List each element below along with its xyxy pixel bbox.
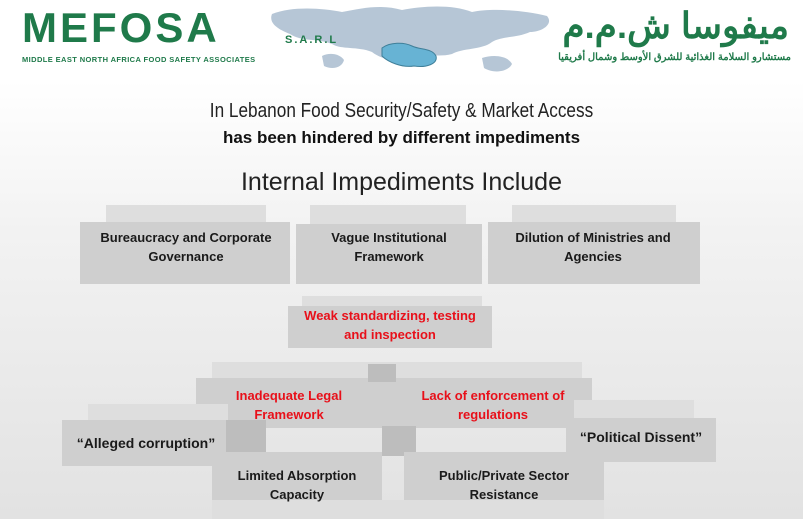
header-banner: MEFOSA S.A.R.L MIDDLE EAST NORTH AFRICA … (0, 0, 803, 80)
node-bureaucracy: Bureaucracy and Corporate Governance (100, 230, 272, 264)
node-weak-standardizing: Weak standardizing, testing and inspecti… (304, 308, 476, 342)
logo-arabic: ميفوسا ش.م.م (562, 5, 789, 46)
node-vague-framework: Vague Institutional Framework (331, 230, 447, 264)
block-middle-notch (368, 364, 396, 382)
node-legal-framework: Inadequate Legal Framework (235, 388, 343, 422)
logo-wordmark: MEFOSA (22, 4, 220, 51)
block-bureaucracy (80, 222, 290, 284)
node-absorption: Limited Absorption Capacity (237, 468, 357, 502)
logo-subtitle: MIDDLE EAST NORTH AFRICA FOOD SAFETY ASS… (22, 55, 256, 64)
node-political-dissent: “Political Dissent” (579, 429, 703, 445)
node-resistance: Public/Private Sector Resistance (438, 468, 570, 502)
block-connector-center (382, 426, 416, 456)
slide-title-line-1: In Lebanon Food Security/Safety & Market… (209, 100, 594, 122)
block-corruption (62, 420, 228, 466)
block-vague (296, 224, 482, 284)
block-middle (196, 378, 592, 428)
logo-suffix: S.A.R.L (285, 34, 339, 46)
block-weak (288, 306, 492, 348)
world-map-graphic (271, 6, 550, 72)
section-heading: Internal Impediments Include (240, 168, 562, 196)
block-bottom (212, 500, 604, 519)
slide-title-line-2: has been hindered by different impedimen… (222, 128, 581, 147)
node-corruption: “Alleged corruption” (76, 435, 216, 451)
block-connector-left (226, 420, 266, 456)
node-dilution: Dilution of Ministries and Agencies (515, 230, 671, 264)
block-dilution (488, 222, 700, 284)
logo-arabic-subtitle: مستشارو السلامة الغذائية للشرق الأوسط وش… (558, 52, 791, 63)
node-enforcement: Lack of enforcement of regulations (421, 388, 565, 422)
